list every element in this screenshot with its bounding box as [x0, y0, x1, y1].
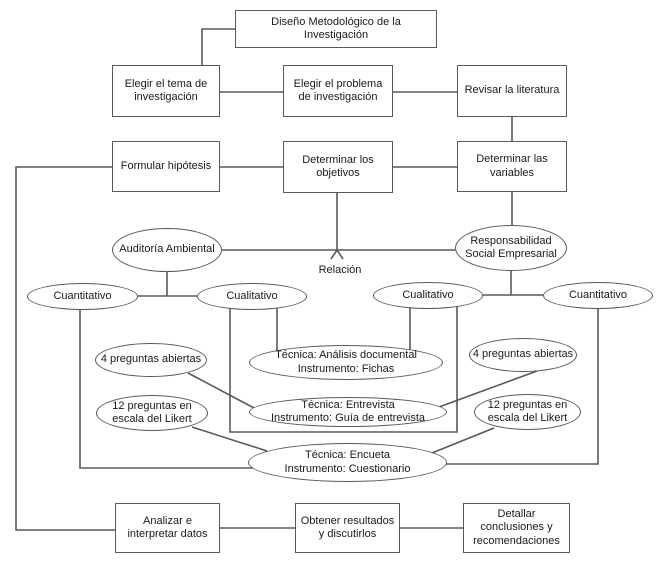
node-likert-right: 12 preguntas en escala del Likert	[474, 394, 581, 430]
node-label: Responsabilidad	[470, 234, 552, 247]
node-label: Instrumento: Fichas	[297, 362, 395, 375]
node-revisar-literatura: Revisar la literatura	[457, 65, 567, 117]
node-label: Detallar	[497, 507, 536, 520]
node-encuesta: Técnica: Encueta Instrumento: Cuestionar…	[248, 443, 447, 482]
node-formular-hipotesis: Formular hipótesis	[112, 141, 220, 192]
node-label: Elegir el tema de	[124, 77, 208, 90]
node-likert-left: 12 preguntas en escala del Likert	[96, 395, 208, 431]
node-elegir-problema: Elegir el problema de investigación	[283, 65, 393, 117]
node-auditoria-ambiental: Auditoría Ambiental	[112, 228, 222, 272]
node-cuantitativo-right: Cuantitativo	[543, 282, 653, 309]
relacion-up-arrow	[330, 248, 344, 260]
node-label: Obtener resultados	[300, 514, 395, 527]
node-analizar-datos: Analizar e interpretar datos	[115, 503, 220, 553]
connector-cualitativos-entrevista-frame	[229, 306, 458, 433]
node-label: Revisar la literatura	[464, 84, 560, 97]
node-label: variables	[489, 166, 535, 179]
node-label: objetivos	[316, 167, 360, 179]
node-label: Determinar las	[476, 153, 548, 166]
node-label: y discutirlos	[318, 528, 377, 540]
node-determinar-objetivos: Determinar los objetivos	[283, 141, 393, 193]
node-label: Determinar los	[302, 153, 374, 166]
node-label: 4 preguntas abiertas	[472, 348, 574, 361]
node-label: Cuantitativo	[53, 289, 112, 302]
node-label: interpretar datos	[127, 528, 208, 540]
node-label: 12 preguntas en	[112, 399, 192, 412]
node-label: de investigación	[298, 91, 378, 103]
relacion-label: Relación	[318, 264, 362, 276]
node-elegir-tema: Elegir el tema de investigación	[112, 65, 220, 117]
connector-preguntas4L-entrevista	[187, 372, 255, 409]
node-label: Auditoría Ambiental	[119, 243, 215, 256]
node-label: Cualitativo	[226, 289, 278, 302]
node-analisis-documental: Técnica: Análisis documental Instrumento…	[249, 345, 443, 380]
node-label: 4 preguntas abiertas	[100, 353, 202, 366]
connector-likertR-encuesta	[431, 427, 495, 454]
node-cualitativo-right: Cualitativo	[373, 282, 483, 309]
connector-diseno-tema	[201, 28, 235, 66]
connector-likertL-encuesta	[191, 426, 268, 452]
node-label: conclusiones y	[480, 521, 553, 534]
node-obtener-resultados: Obtener resultados y discutirlos	[295, 503, 400, 553]
node-label: Social Empresarial	[465, 248, 557, 260]
node-label: 12 preguntas en	[487, 398, 568, 411]
node-label: recomendaciones	[473, 534, 560, 547]
connector-preguntas4R-entrevista	[438, 370, 538, 408]
node-label: Formular hipótesis	[120, 159, 212, 172]
node-diseno-metodologico: Diseño Metodológico de la Investigación	[235, 10, 437, 48]
node-label: Diseño Metodológico de la	[271, 15, 401, 28]
node-label: Técnica: Encueta	[305, 449, 390, 462]
connector-hipotesis-analizar	[15, 166, 115, 531]
node-4-preguntas-left: 4 preguntas abiertas	[95, 343, 207, 377]
connector-cuantitativoL-encuesta	[79, 308, 258, 469]
node-label: investigación	[134, 91, 198, 103]
node-cuantitativo-left: Cuantitativo	[27, 283, 138, 310]
node-label: Analizar e	[143, 514, 192, 527]
node-label: Cuantitativo	[568, 288, 628, 301]
node-detallar-conclusiones: Detallar conclusiones y recomendaciones	[463, 503, 570, 553]
node-label: Cualitativo	[402, 288, 454, 301]
node-label: Elegir el problema	[293, 77, 383, 90]
connector-cuantitativoR-encuesta	[440, 307, 599, 465]
node-label: Investigación	[303, 29, 369, 41]
node-label: escala del Likert	[112, 413, 192, 425]
node-cualitativo-left: Cualitativo	[197, 283, 307, 310]
node-determinar-variables: Determinar las variables	[457, 141, 567, 192]
node-label: Técnica: Análisis documental	[275, 349, 417, 362]
node-label: Técnica: Entrevista	[301, 398, 395, 411]
node-responsabilidad-social: Responsabilidad Social Empresarial	[455, 225, 567, 271]
node-4-preguntas-right: 4 preguntas abiertas	[469, 338, 577, 372]
node-label: escala del Likert	[487, 412, 568, 424]
node-entrevista: Técnica: Entrevista Instrumento: Guía de…	[249, 397, 447, 427]
node-label: Instrumento: Guía de entrevista	[270, 412, 426, 424]
node-label: Instrumento: Cuestionario	[284, 462, 411, 475]
